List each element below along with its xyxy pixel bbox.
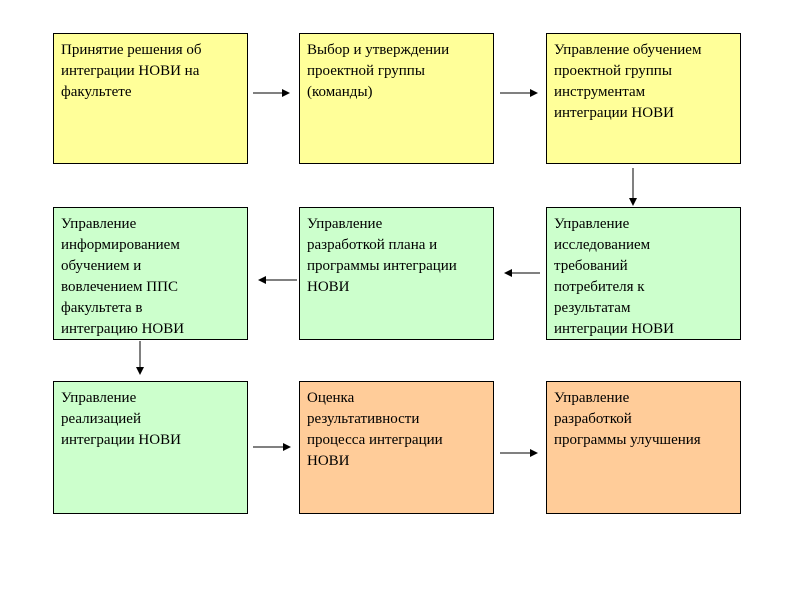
step-requirements-research: Управление исследованием требований потр… xyxy=(546,207,741,340)
step-decision-integration: Принятие решения об интеграции НОВИ на ф… xyxy=(53,33,248,164)
step-implementation: Управление реализацией интеграции НОВИ xyxy=(53,381,248,514)
step-improvement-program: Управление разработкой программы улучшен… xyxy=(546,381,741,514)
step-staff-involvement: Управление информированием обучением и в… xyxy=(53,207,248,340)
step-select-project-team: Выбор и утверждении проектной группы (ко… xyxy=(299,33,494,164)
step-effectiveness-evaluation: Оценка результативности процесса интегра… xyxy=(299,381,494,514)
step-team-training: Управление обучением проектной группы ин… xyxy=(546,33,741,164)
step-plan-development: Управление разработкой плана и программы… xyxy=(299,207,494,340)
